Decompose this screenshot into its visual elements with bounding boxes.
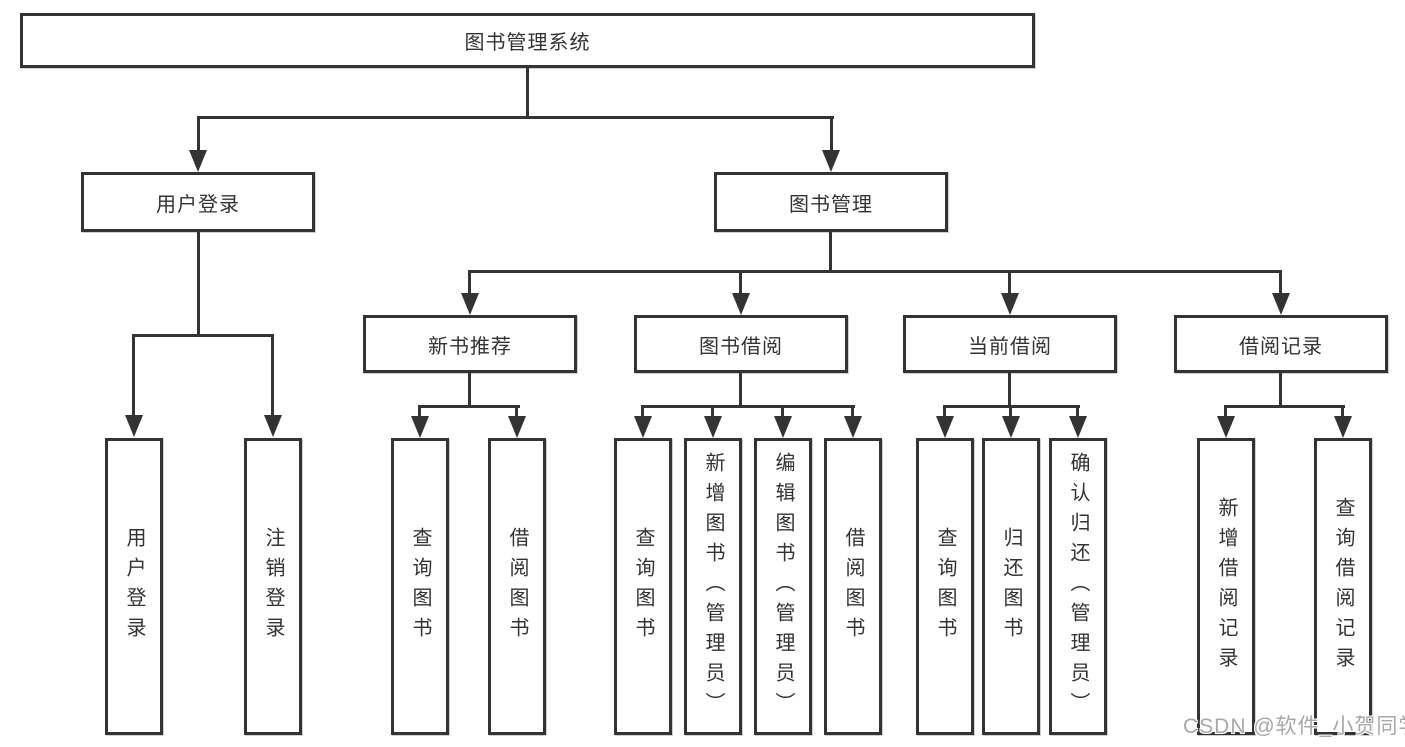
connector-recommend-hline <box>418 405 520 408</box>
arrow-down-icon <box>1217 416 1235 438</box>
leaf-borrow-query-books-label: 查询图书 <box>632 526 654 647</box>
connector-records-leaf2-stem <box>1341 405 1344 418</box>
node-current-borrow-label: 当前借阅 <box>968 335 1052 358</box>
connector-current-drop <box>1008 373 1011 408</box>
leaf-current-return-books-label: 归还图书 <box>1000 526 1022 647</box>
node-new-book-recommend-label: 新书推荐 <box>428 335 512 358</box>
leaf-recommend-borrow-books-label: 借阅图书 <box>506 526 528 647</box>
node-new-book-recommend: 新书推荐 <box>363 315 577 373</box>
connector-current-stem <box>1008 270 1011 295</box>
connector-user-drop <box>197 232 200 336</box>
connector-records-drop <box>1279 373 1282 408</box>
arrow-down-icon <box>1069 416 1087 438</box>
connector-records-hline <box>1224 405 1345 408</box>
connector-recommend-stem <box>468 270 471 295</box>
arrow-down-icon <box>936 416 954 438</box>
leaf-borrow-add-books-admin-label: 新增图书（管理员） <box>702 451 724 722</box>
connector-recommend-drop <box>468 373 471 408</box>
leaf-logout-label: 注销登录 <box>262 526 284 647</box>
node-user-login-label: 用户登录 <box>156 193 240 216</box>
arrow-down-icon <box>732 293 750 315</box>
connector-current-leaf3-stem <box>1076 405 1079 418</box>
leaf-user-login-label: 用户登录 <box>123 526 145 647</box>
node-book-management: 图书管理 <box>714 172 948 232</box>
leaf-borrow-query-books: 查询图书 <box>614 438 672 735</box>
connector-records-leaf1-stem <box>1224 405 1227 418</box>
arrow-down-icon <box>774 416 792 438</box>
leaf-borrow-borrow-books: 借阅图书 <box>824 438 882 735</box>
node-current-borrow: 当前借阅 <box>903 315 1117 373</box>
leaf-current-confirm-return-admin: 确认归还（管理员） <box>1049 438 1107 735</box>
leaf-borrow-add-books-admin: 新增图书（管理员） <box>684 438 742 735</box>
leaf-recommend-query-books-label: 查询图书 <box>409 526 431 647</box>
leaf-records-query-record: 查询借阅记录 <box>1314 438 1372 735</box>
connector-user-hline <box>132 334 274 337</box>
leaf-records-query-record-label: 查询借阅记录 <box>1332 496 1354 677</box>
connector-user-leaf2-stem <box>271 334 274 417</box>
connector-current-leaf1-stem <box>943 405 946 418</box>
arrow-down-icon <box>125 415 143 437</box>
leaf-recommend-borrow-books: 借阅图书 <box>488 438 546 735</box>
leaf-records-add-record: 新增借阅记录 <box>1197 438 1255 735</box>
leaf-current-query-books: 查询图书 <box>916 438 974 735</box>
connector-book-drop <box>829 232 832 273</box>
node-user-login: 用户登录 <box>81 172 315 232</box>
connector-root-drop <box>526 68 529 118</box>
arrow-down-icon <box>1002 416 1020 438</box>
connector-borrow-leaf2-stem <box>711 405 714 418</box>
arrow-down-icon <box>1272 293 1290 315</box>
connector-root-hline <box>197 116 834 119</box>
node-book-management-label: 图书管理 <box>789 193 873 216</box>
leaf-current-return-books: 归还图书 <box>982 438 1040 735</box>
connector-book-stem <box>830 116 833 152</box>
connector-borrow-leaf1-stem <box>641 405 644 418</box>
connector-recommend-leaf1-stem <box>418 405 421 418</box>
arrow-down-icon <box>461 293 479 315</box>
arrow-down-icon <box>634 416 652 438</box>
connector-book-hline <box>468 270 1282 273</box>
node-root: 图书管理系统 <box>20 13 1035 68</box>
arrow-down-icon <box>704 416 722 438</box>
node-book-borrow: 图书借阅 <box>634 315 848 373</box>
watermark: CSDN @软件_小贺同学 <box>1183 715 1405 738</box>
leaf-current-confirm-return-admin-label: 确认归还（管理员） <box>1067 451 1089 722</box>
connector-recommend-leaf2-stem <box>515 405 518 418</box>
arrow-down-icon <box>189 150 207 172</box>
leaf-recommend-query-books: 查询图书 <box>391 438 449 735</box>
connector-borrow-drop <box>739 373 742 408</box>
node-borrow-records-label: 借阅记录 <box>1239 335 1323 358</box>
arrow-down-icon <box>822 150 840 172</box>
leaf-user-login: 用户登录 <box>105 438 163 735</box>
arrow-down-icon <box>508 416 526 438</box>
leaf-current-query-books-label: 查询图书 <box>934 526 956 647</box>
connector-borrow-leaf3-stem <box>781 405 784 418</box>
node-book-borrow-label: 图书借阅 <box>699 335 783 358</box>
leaf-records-add-record-label: 新增借阅记录 <box>1215 496 1237 677</box>
connector-borrow-stem <box>739 270 742 295</box>
connector-user-stem <box>197 116 200 152</box>
connector-borrow-leaf4-stem <box>851 405 854 418</box>
leaf-borrow-edit-books-admin: 编辑图书（管理员） <box>754 438 812 735</box>
node-borrow-records: 借阅记录 <box>1174 315 1388 373</box>
connector-borrow-hline <box>641 405 855 408</box>
connector-records-stem <box>1279 270 1282 295</box>
arrow-down-icon <box>844 416 862 438</box>
arrow-down-icon <box>1334 416 1352 438</box>
leaf-logout: 注销登录 <box>244 438 302 735</box>
leaf-borrow-edit-books-admin-label: 编辑图书（管理员） <box>772 451 794 722</box>
arrow-down-icon <box>264 415 282 437</box>
connector-current-leaf2-stem <box>1009 405 1012 418</box>
connector-user-leaf1-stem <box>132 334 135 417</box>
node-root-label: 图书管理系统 <box>464 32 591 54</box>
arrow-down-icon <box>1001 293 1019 315</box>
arrow-down-icon <box>411 416 429 438</box>
leaf-borrow-borrow-books-label: 借阅图书 <box>842 526 864 647</box>
